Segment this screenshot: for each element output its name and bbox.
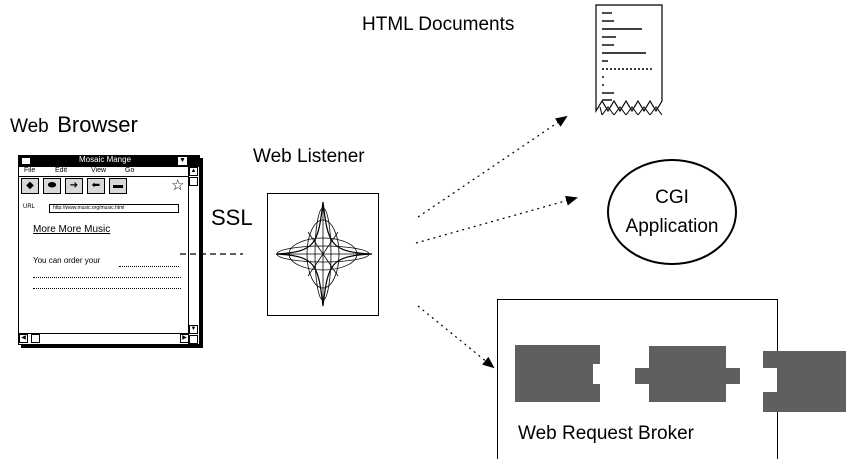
- browser-menu-bar: File Edit View Go: [19, 167, 189, 177]
- web-request-broker-label: Web Request Broker: [518, 423, 695, 444]
- stop-icon: ▬: [109, 178, 127, 194]
- web-listener-box: [267, 193, 379, 316]
- broker-connector-right: [763, 351, 846, 412]
- broker-connector-left: [515, 345, 600, 402]
- star-icon: ☆: [171, 177, 185, 194]
- menu-item-edit: Edit: [55, 167, 68, 174]
- web-listener-label: Web Listener: [253, 146, 365, 167]
- scroll-up-icon: ▲: [189, 167, 198, 176]
- browser-window-title: Mosaic Mange: [79, 155, 132, 164]
- page-text-line: You can order your: [33, 256, 101, 265]
- html-document-icon: [594, 3, 664, 117]
- web-browser-label: Web Browser: [10, 112, 138, 138]
- scroll-down-icon: ▼: [189, 325, 198, 334]
- cgi-application-node: CGI Application: [607, 159, 737, 265]
- ssl-label: SSL: [211, 205, 253, 230]
- page-heading: More More Music: [33, 224, 111, 235]
- arrow-to-web-request-broker: [417, 305, 495, 369]
- arrow-to-cgi-application: [415, 195, 578, 244]
- arrow-to-html-documents: [417, 115, 568, 218]
- home-icon: ⬬: [43, 178, 61, 194]
- text-line-dots: [119, 266, 179, 267]
- text-line-dots: [33, 277, 181, 278]
- scroll-right-icon: ▶: [180, 334, 189, 343]
- web-browser-label-main: Browser: [57, 112, 138, 137]
- scroll-left-icon: ◀: [19, 334, 28, 343]
- horizontal-scrollbar: ◀ ▶: [19, 333, 189, 344]
- scroll-corner: [189, 335, 198, 344]
- html-documents-label: HTML Documents: [362, 14, 515, 35]
- menu-item-view: View: [91, 167, 107, 174]
- url-label: URL: [23, 204, 36, 210]
- cgi-label-line2: Application: [625, 216, 719, 237]
- minimize-icon: ▼: [178, 157, 187, 165]
- listener-star-icon: [275, 201, 373, 307]
- scroll-thumb: [189, 177, 198, 186]
- url-field: http://www.music.org/music.html: [49, 204, 179, 213]
- browser-title-bar: Mosaic Mange ▼: [19, 155, 199, 167]
- scroll-thumb: [31, 334, 40, 343]
- system-menu-icon: [21, 157, 31, 165]
- text-line-dots: [33, 288, 181, 289]
- menu-item-file: File: [24, 167, 36, 174]
- broker-connector-middle: [635, 346, 740, 402]
- web-browser-window: Mosaic Mange ▼ File Edit View Go ◆ ⬬ ➔ ⬅…: [18, 155, 200, 345]
- back-arrow-icon: ◆: [21, 178, 39, 194]
- cgi-label-line1: CGI: [655, 187, 689, 208]
- back-arrow-icon: ⬅: [87, 178, 105, 194]
- vertical-scrollbar: ▲ ▼: [188, 167, 199, 344]
- menu-item-go: Go: [125, 167, 135, 174]
- forward-arrow-icon: ➔: [65, 178, 83, 194]
- web-browser-label-prefix: Web: [10, 116, 49, 137]
- cgi-application-label: CGI Application: [609, 183, 735, 241]
